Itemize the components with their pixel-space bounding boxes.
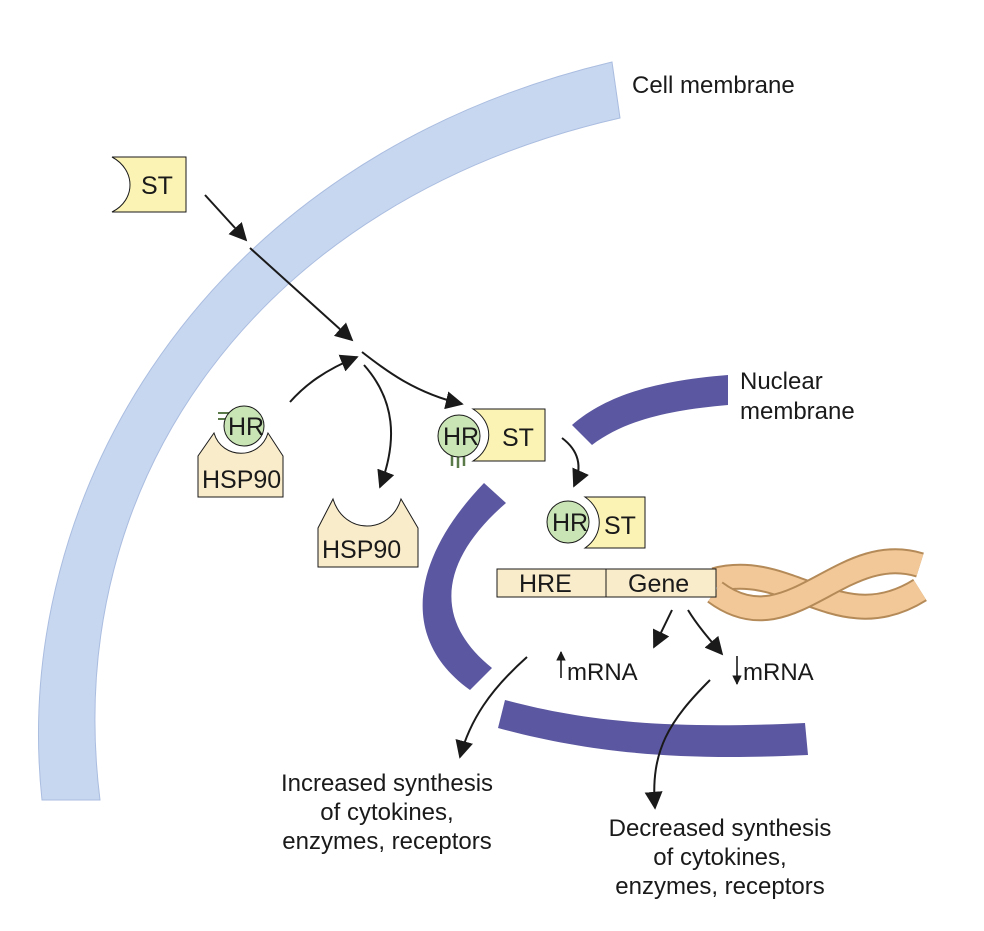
arrow-steroid-entry-2 [249,247,354,342]
arrow-increased-synthesis [455,656,528,759]
hsp90-bound-label: HSP90 [202,466,281,494]
increased-line-3: enzymes, receptors [282,828,491,855]
cell-membrane-label: Cell membrane [632,72,795,99]
arrow-into-nucleus [561,437,589,488]
increased-line-2: of cytokines, [320,799,453,826]
arrow-hsp90-release [363,364,395,489]
hsp90-released-label: HSP90 [322,536,401,564]
arrow-hr-release [289,354,359,403]
gene-label: Gene [628,570,689,598]
nuclear-membrane-segment-top [572,375,728,445]
decreased-line-1: Decreased synthesis [609,815,832,842]
arrow-to-complex [361,351,464,410]
nuclear-membrane-label-line2: membrane [740,398,855,425]
decreased-line-3: enzymes, receptors [615,873,824,900]
hormone-receptor-bound-1 [437,414,481,458]
steroid-bound-label-2: ST [604,512,636,540]
dna-helix [707,548,927,622]
hormone-receptor-bound-2 [546,500,590,544]
steroid-label: ST [141,172,173,200]
hsp90-released: HSP90 [317,497,419,568]
decreased-synthesis-caption: Decreased synthesis of cytokines, enzyme… [609,815,832,900]
nuclear-membrane-segment-bottom [498,700,808,757]
hre-label: HRE [519,570,572,598]
hr-hsp90-complex: HSP90 HR [197,405,284,498]
nuclear-membrane-segment-left [422,483,506,690]
cell-membrane [38,61,621,801]
steroid-free: ST [111,156,187,213]
hr-st-complex-nucleus: ST HR [546,496,646,549]
mrna-up: mRNA [556,651,638,686]
nuclear-membrane-label-line1: Nuclear [740,368,823,395]
hormone-receptor-bound-2-label: HR [552,509,588,537]
hre-segment [496,568,607,598]
hormone-receptor-bound-1-label: HR [443,423,479,451]
arrow-gene-up [652,609,673,649]
decreased-line-2: of cytokines, [653,844,786,871]
hr-st-complex-cytoplasm: ST HR [437,408,546,468]
hsp90-bound [197,431,284,498]
arrow-gene-down [687,609,724,656]
pathway-arrows [204,194,724,810]
hre-gene-bar: HRE Gene [496,568,717,598]
steroid-bound-label-1: ST [502,424,534,452]
mrna-down-label: mRNA [743,659,814,686]
increased-line-1: Increased synthesis [281,770,493,797]
nuclear-membrane [422,375,808,757]
gene-segment [605,568,717,598]
arrow-decreased-synthesis [644,679,711,810]
mrna-down: mRNA [732,656,814,686]
hormone-receptor-inactive-label: HR [228,413,264,441]
increased-synthesis-caption: Increased synthesis of cytokines, enzyme… [281,770,493,855]
arrow-steroid-entry-1 [204,194,248,242]
mrna-up-label: mRNA [567,659,638,686]
hormone-receptor-inactive [223,405,265,447]
